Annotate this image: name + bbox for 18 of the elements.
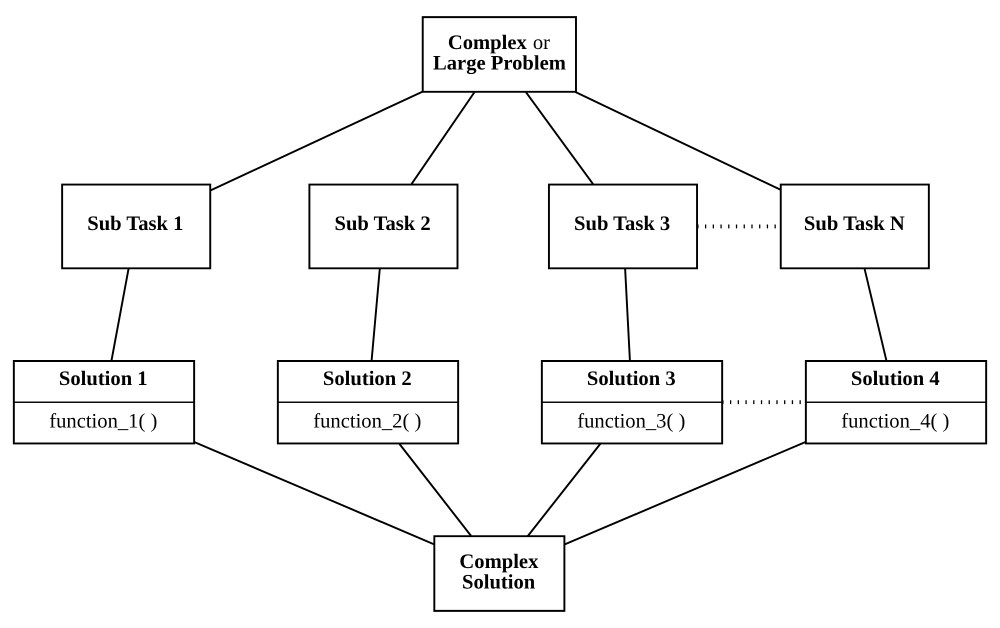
connector [527, 442, 602, 537]
connector [864, 268, 888, 361]
connector [210, 90, 423, 192]
connector [564, 441, 806, 546]
connector [574, 91, 781, 191]
node-box: Complex or Large Problem [422, 16, 577, 93]
connector [525, 92, 594, 185]
connector [370, 268, 381, 361]
node-box: Sub Task 2 [308, 184, 458, 270]
node-box: Sub Task 3 [548, 184, 698, 270]
connector [110, 268, 130, 361]
connector [398, 442, 472, 537]
connector [194, 441, 435, 546]
node-box: Sub Task N [780, 184, 930, 270]
node-box: Complex Solution [433, 535, 566, 612]
connector [624, 268, 631, 361]
connector [410, 92, 476, 185]
node-box: Sub Task 1 [61, 184, 212, 270]
